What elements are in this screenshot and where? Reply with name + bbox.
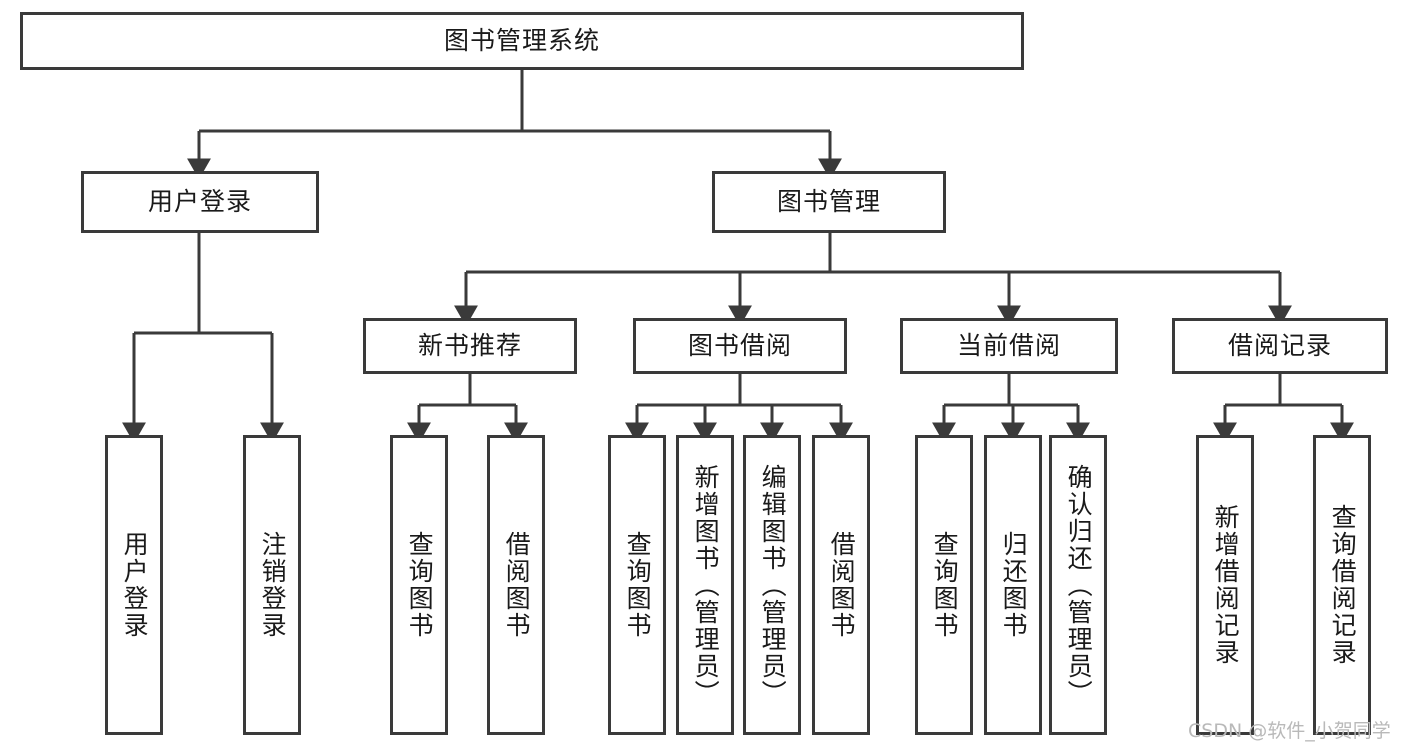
node-borrow-record[interactable]: 借阅记录 bbox=[1172, 318, 1388, 374]
node-leaf-query-book-rec-label: 查询图书 bbox=[405, 531, 435, 639]
node-leaf-borrow-book[interactable]: 借阅图书 bbox=[812, 435, 870, 735]
node-leaf-user-login[interactable]: 用户登录 bbox=[105, 435, 163, 735]
node-leaf-confirm-return-label: 确认归还（管理员） bbox=[1064, 463, 1094, 707]
node-book-borrow[interactable]: 图书借阅 bbox=[633, 318, 847, 374]
csdn-watermark: CSDN @软件_小贺同学 bbox=[1188, 720, 1391, 742]
node-leaf-query-book-cur-label: 查询图书 bbox=[930, 531, 960, 639]
node-leaf-logout[interactable]: 注销登录 bbox=[243, 435, 301, 735]
node-leaf-query-record-label: 查询借阅记录 bbox=[1328, 504, 1358, 666]
node-leaf-query-record[interactable]: 查询借阅记录 bbox=[1313, 435, 1371, 735]
node-user-login-label: 用户登录 bbox=[147, 187, 252, 217]
node-current-borrow[interactable]: 当前借阅 bbox=[900, 318, 1118, 374]
node-leaf-confirm-return[interactable]: 确认归还（管理员） bbox=[1049, 435, 1107, 735]
node-leaf-edit-book-label: 编辑图书（管理员） bbox=[758, 463, 788, 707]
node-leaf-query-book-borrow-label: 查询图书 bbox=[623, 531, 653, 639]
node-leaf-borrow-book-rec[interactable]: 借阅图书 bbox=[487, 435, 545, 735]
node-borrow-record-label: 借阅记录 bbox=[1227, 331, 1332, 361]
node-leaf-borrow-book-rec-label: 借阅图书 bbox=[502, 531, 532, 639]
node-user-login[interactable]: 用户登录 bbox=[81, 171, 319, 233]
node-book-manage[interactable]: 图书管理 bbox=[712, 171, 946, 233]
node-root[interactable]: 图书管理系统 bbox=[20, 12, 1024, 70]
node-leaf-add-record-label: 新增借阅记录 bbox=[1211, 504, 1241, 666]
node-leaf-return-book-label: 归还图书 bbox=[999, 531, 1029, 639]
node-leaf-user-login-label: 用户登录 bbox=[120, 531, 150, 639]
node-book-borrow-label: 图书借阅 bbox=[687, 331, 792, 361]
node-leaf-add-book[interactable]: 新增图书（管理员） bbox=[676, 435, 734, 735]
node-leaf-add-book-label: 新增图书（管理员） bbox=[691, 463, 721, 707]
node-leaf-borrow-book-label: 借阅图书 bbox=[827, 531, 857, 639]
node-leaf-query-book-borrow[interactable]: 查询图书 bbox=[608, 435, 666, 735]
node-leaf-add-record[interactable]: 新增借阅记录 bbox=[1196, 435, 1254, 735]
node-leaf-query-book-rec[interactable]: 查询图书 bbox=[390, 435, 448, 735]
node-leaf-return-book[interactable]: 归还图书 bbox=[984, 435, 1042, 735]
node-leaf-logout-label: 注销登录 bbox=[258, 531, 288, 639]
node-current-borrow-label: 当前借阅 bbox=[956, 331, 1061, 361]
node-leaf-edit-book[interactable]: 编辑图书（管理员） bbox=[743, 435, 801, 735]
node-new-book-recommend-label: 新书推荐 bbox=[417, 331, 522, 361]
node-new-book-recommend[interactable]: 新书推荐 bbox=[363, 318, 577, 374]
node-root-label: 图书管理系统 bbox=[443, 26, 600, 56]
node-leaf-query-book-cur[interactable]: 查询图书 bbox=[915, 435, 973, 735]
node-book-manage-label: 图书管理 bbox=[776, 187, 881, 217]
